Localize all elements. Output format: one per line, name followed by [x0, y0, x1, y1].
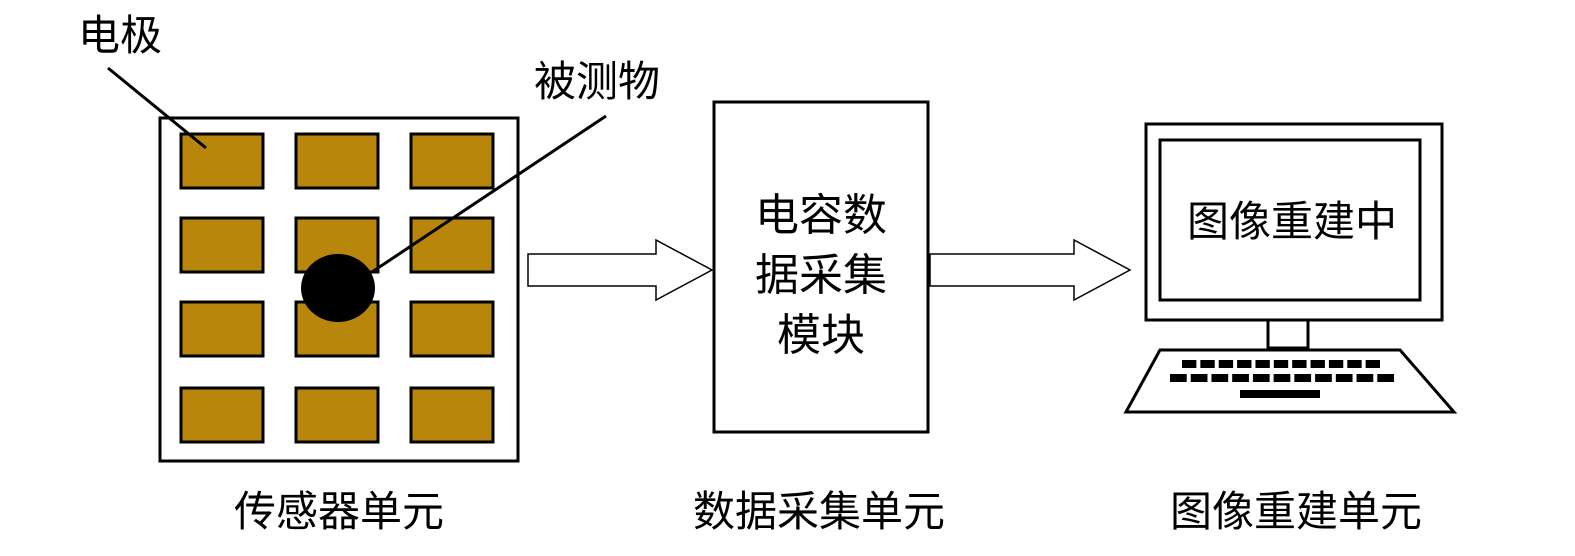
electrode-pad — [294, 132, 380, 190]
daq-module-box — [712, 100, 930, 434]
keyboard-key — [1365, 360, 1380, 368]
electrode-pad — [179, 300, 265, 358]
monitor-stand — [1266, 318, 1310, 350]
keyboard-key — [1310, 360, 1325, 368]
arrow-daq-to-reconstruction — [929, 238, 1132, 302]
electrode-grid — [179, 132, 495, 444]
keyboard-keys — [1170, 360, 1394, 382]
electrode-pad — [294, 386, 380, 444]
keyboard-key — [1328, 360, 1344, 368]
computer-icon: 图像重建中 — [1123, 122, 1458, 414]
reconstruction-unit: 图像重建中 图像重建单元 — [1123, 122, 1458, 536]
electrode-leader-line — [107, 66, 207, 150]
keyboard-key — [1335, 374, 1353, 382]
keyboard-key — [1273, 360, 1289, 368]
electrode-label: 电极 — [78, 11, 162, 60]
keyboard-key — [1232, 374, 1249, 382]
electrode-pad — [409, 300, 495, 358]
keyboard-key — [1218, 360, 1234, 368]
keyboard-key — [1292, 360, 1307, 368]
keyboard-key — [1190, 374, 1208, 382]
electrode-pad — [409, 216, 495, 274]
measured-object-label: 被测物 — [534, 57, 660, 106]
monitor-screen — [1158, 138, 1422, 302]
keyboard-key — [1315, 374, 1332, 382]
keyboard-key — [1347, 360, 1362, 368]
daq-unit: 电容数 据采集 模块 数据采集单元 — [693, 100, 945, 536]
arrow-sensor-to-daq — [527, 238, 714, 302]
keyboard-key — [1377, 374, 1394, 382]
keyboard-key — [1356, 374, 1374, 382]
keyboard-key — [1237, 360, 1252, 368]
reconstruction-unit-caption: 图像重建单元 — [1170, 487, 1422, 536]
keyboard-spacebar — [1240, 390, 1320, 398]
daq-unit-caption: 数据采集单元 — [693, 487, 945, 536]
sensor-unit: 电极 被测物 传感器单元 — [78, 11, 660, 536]
daq-module-text-line3: 模块 — [777, 310, 865, 361]
electrode-pad — [179, 216, 265, 274]
electrode-pad — [409, 132, 495, 190]
keyboard-key — [1273, 374, 1291, 382]
keyboard-key — [1182, 360, 1197, 368]
keyboard-key — [1170, 374, 1187, 382]
electrode-pad — [179, 132, 265, 190]
keyboard-key — [1252, 374, 1270, 382]
keyboard-key — [1255, 360, 1270, 368]
keyboard-key — [1211, 374, 1229, 382]
daq-module-text-line2: 据采集 — [755, 250, 887, 301]
keyboard-key — [1200, 360, 1215, 368]
electrode-pad — [409, 386, 495, 444]
screen-text: 图像重建中 — [1187, 197, 1397, 246]
sensor-unit-caption: 传感器单元 — [234, 487, 444, 536]
measured-object-blob — [301, 254, 375, 322]
object-leader-line — [371, 114, 607, 274]
electrode-pad — [179, 386, 265, 444]
daq-module-text-line1: 电容数 — [755, 190, 887, 241]
keyboard-key — [1294, 374, 1312, 382]
